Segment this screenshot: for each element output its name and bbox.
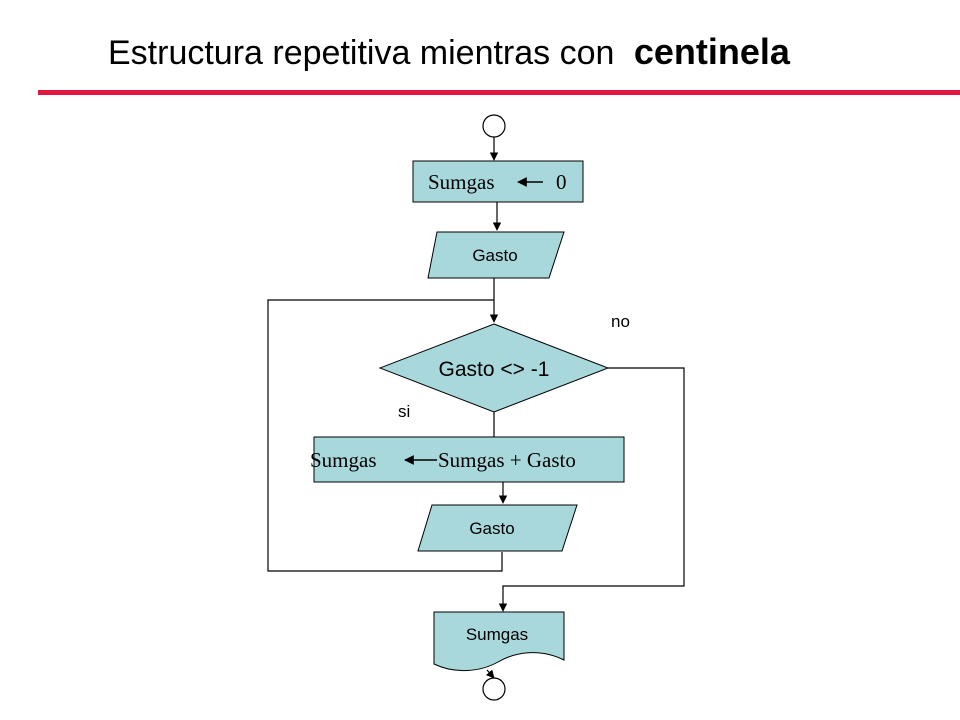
slide-title-prefix: Estructura repetitiva mientras con xyxy=(108,34,614,72)
no-branch-line xyxy=(498,367,685,612)
init-value-label: 0 xyxy=(556,170,567,194)
branch-yes-label: si xyxy=(398,402,410,421)
input-2-label: Gasto xyxy=(469,519,514,538)
output-label: Sumgas xyxy=(466,625,528,644)
branch-no-label: no xyxy=(611,312,630,331)
slide-title-emphasis: centinela xyxy=(634,31,791,72)
arrow-output-to-end xyxy=(485,669,495,679)
process-accumulate-sumgas xyxy=(313,436,625,483)
input-gasto-2 xyxy=(417,504,578,552)
start-connector xyxy=(482,114,506,138)
input-1-label: Gasto xyxy=(472,246,517,265)
output-document xyxy=(433,611,565,672)
loop-variable-label: Sumgas xyxy=(310,448,377,472)
loop-expression-label: Sumgas + Gasto xyxy=(438,448,576,472)
end-connector xyxy=(482,677,506,701)
process-init-sumgas xyxy=(412,160,584,203)
title-underline xyxy=(38,90,960,95)
slide-title: Estructura repetitiva mientras con centi… xyxy=(108,31,791,72)
decision-label: Gasto <> -1 xyxy=(439,358,550,381)
input-gasto-1 xyxy=(427,231,565,279)
loop-back-line xyxy=(267,299,503,572)
init-variable-label: Sumgas xyxy=(428,170,495,194)
